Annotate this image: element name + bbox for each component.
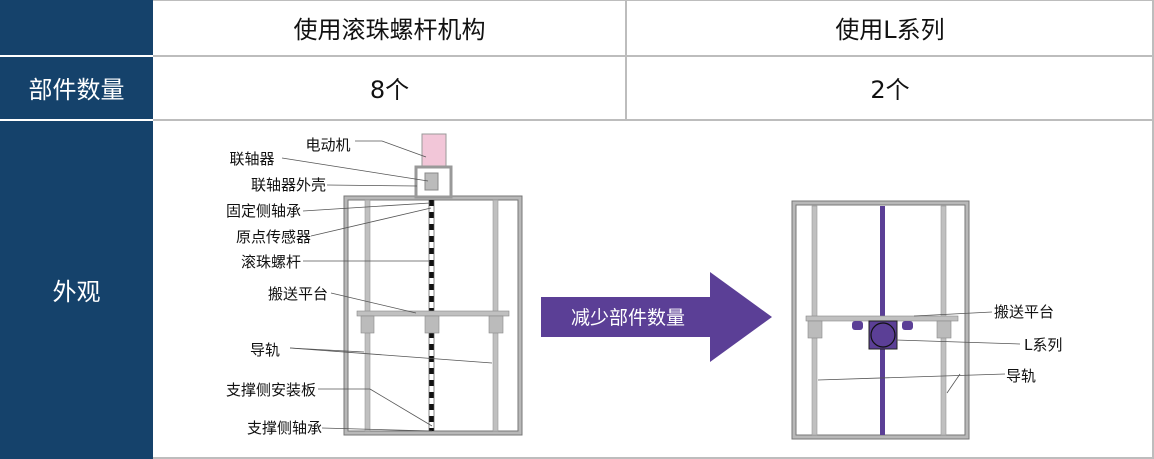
- part-count-ball-screw: 8个: [153, 55, 626, 120]
- label-transfer-platform: 搬送平台: [268, 285, 328, 303]
- arrow-text: 减少部件数量: [571, 307, 685, 329]
- label-motor: 电动机: [305, 136, 350, 154]
- header-l-series: 使用L系列: [626, 0, 1154, 55]
- label-support-plate: 支撑侧安装板: [226, 381, 316, 399]
- header-ball-screw: 使用滚珠螺杆机构: [153, 0, 626, 55]
- transfer-platform: [356, 310, 510, 317]
- divider: [153, 457, 1154, 459]
- label-ball-screw: 滚珠螺杆: [241, 253, 301, 271]
- coupling: [424, 172, 439, 191]
- l-series-diagram: 搬送平台 L系列 导轨: [791, 200, 1062, 440]
- label-fixed-bearing: 固定侧轴承: [226, 202, 301, 220]
- divider: [153, 0, 1154, 1]
- transfer-platform: [805, 315, 959, 322]
- ball-screw-diagram: 电动机 联轴器 联轴器外壳 固定侧轴承 原点传感器 滚珠螺杆 搬送平台 导轨 支…: [226, 133, 523, 437]
- label-transfer-platform-l: 搬送平台: [994, 303, 1054, 321]
- label-l-series: L系列: [1024, 336, 1062, 354]
- label-coupling-housing: 联轴器外壳: [251, 176, 326, 194]
- motor: [421, 133, 447, 167]
- label-origin-sensor: 原点传感器: [236, 228, 311, 246]
- divider: [0, 55, 153, 57]
- label-coupling: 联轴器: [229, 150, 274, 168]
- label-guide-rail-l: 导轨: [1006, 367, 1036, 385]
- part-count-l-series: 2个: [626, 55, 1154, 120]
- label-support-bearing: 支撑侧轴承: [247, 419, 322, 437]
- divider: [1152, 0, 1154, 459]
- corner-cell: [0, 0, 153, 55]
- divider: [625, 0, 627, 120]
- divider: [153, 119, 1154, 121]
- reduce-parts-arrow: 减少部件数量: [541, 272, 772, 362]
- divider: [0, 119, 153, 121]
- label-guide-rail: 导轨: [250, 341, 280, 359]
- row-label-part-count: 部件数量: [0, 55, 153, 120]
- row-label-appearance: 外观: [0, 120, 153, 459]
- divider: [153, 55, 1154, 57]
